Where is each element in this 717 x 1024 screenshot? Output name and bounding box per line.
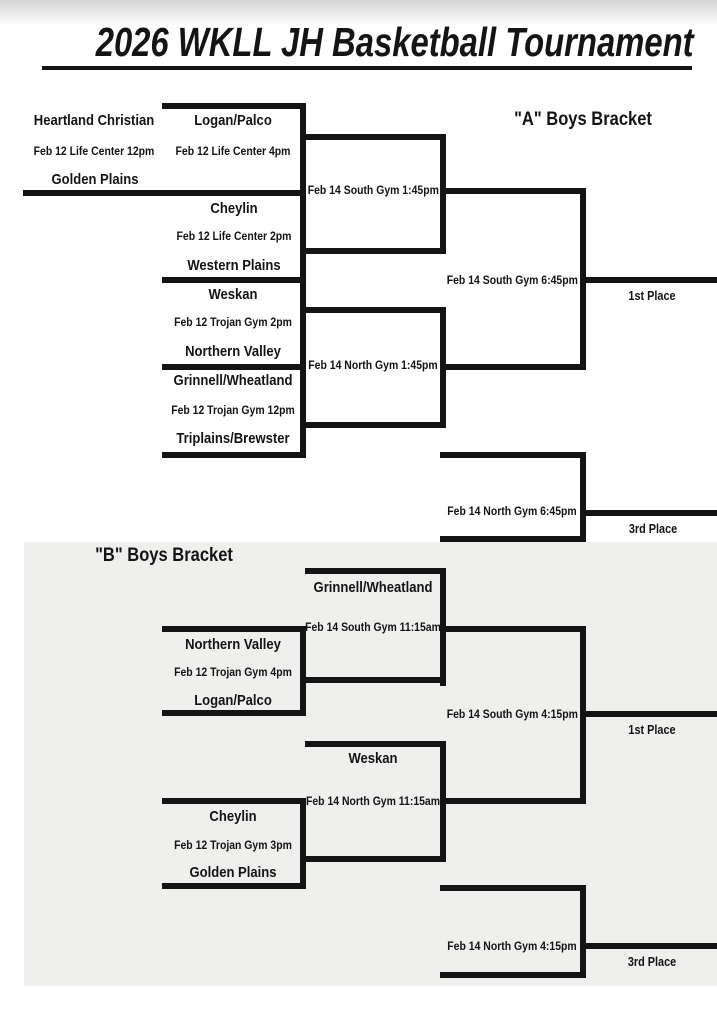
bracket-b-heading: "B" Boys Bracket <box>95 545 233 566</box>
connector-line <box>440 188 586 194</box>
team-name: Grinnell/Wheatland <box>313 579 433 596</box>
team-name: Triplains/Brewster <box>176 430 290 447</box>
bracket-a-heading: "A" Boys Bracket <box>514 109 652 130</box>
game-info: Feb 14 South Gym 1:45pm <box>307 183 439 197</box>
connector-line <box>300 103 306 458</box>
connector-line <box>300 798 306 889</box>
connector-line <box>162 452 306 458</box>
connector-line <box>440 626 586 632</box>
connector-line <box>162 103 306 109</box>
connector-line <box>162 883 306 889</box>
team-name: Logan/Palco <box>194 692 272 709</box>
connector-line <box>440 972 586 978</box>
connector-line <box>300 422 446 428</box>
connector-line <box>440 536 586 542</box>
connector-line <box>580 452 586 542</box>
connector-line <box>302 677 446 683</box>
title-underline <box>42 66 692 70</box>
game-info: Feb 14 North Gym 6:45pm <box>447 504 577 518</box>
connector-line <box>440 885 586 891</box>
team-name: Cheylin <box>209 808 257 825</box>
connector-line <box>580 277 717 283</box>
game-info: Feb 14 South Gym 6:45pm <box>446 273 578 287</box>
third-place-label: 3rd Place <box>627 955 677 969</box>
connector-line <box>440 452 586 458</box>
connector-line <box>305 568 446 574</box>
bracket-b-panel <box>24 542 717 986</box>
connector-line <box>162 364 306 370</box>
team-name: Northern Valley <box>185 636 281 653</box>
connector-line <box>300 626 306 716</box>
connector-line <box>300 248 446 254</box>
game-info: Feb 12 Trojan Gym 3pm <box>174 838 292 852</box>
connector-line <box>580 510 717 516</box>
team-name: Golden Plains <box>189 864 277 881</box>
team-name: Logan/Palco <box>194 112 272 129</box>
tournament-title: 2026 WKLL JH Basketball Tournament <box>95 19 694 65</box>
connector-line <box>162 710 306 716</box>
connector-line <box>440 798 586 804</box>
team-name: Golden Plains <box>51 171 139 188</box>
connector-line <box>580 711 717 717</box>
game-info: Feb 14 North Gym 1:45pm <box>308 358 438 372</box>
first-place-label: 1st Place <box>628 723 676 737</box>
connector-line <box>23 190 306 196</box>
game-info: Feb 12 Trojan Gym 12pm <box>171 403 295 417</box>
team-name: Northern Valley <box>185 343 281 360</box>
connector-line <box>300 134 446 140</box>
third-place-label: 3rd Place <box>628 522 678 536</box>
connector-line <box>440 134 446 254</box>
connector-line <box>305 741 446 747</box>
game-info: Feb 12 Life Center 12pm <box>33 144 155 158</box>
connector-line <box>580 943 717 949</box>
game-info: Feb 12 Trojan Gym 4pm <box>174 665 292 679</box>
team-name: Grinnell/Wheatland <box>173 372 293 389</box>
game-info: Feb 12 Life Center 4pm <box>175 144 291 158</box>
connector-line <box>580 885 586 978</box>
team-name: Cheylin <box>210 200 258 217</box>
connector-line <box>302 856 446 862</box>
connector-line <box>162 626 306 632</box>
connector-line <box>440 364 586 370</box>
team-name: Western Plains <box>187 257 281 274</box>
game-info: Feb 14 South Gym 4:15pm <box>446 707 578 721</box>
connector-line <box>300 307 446 313</box>
first-place-label: 1st Place <box>628 289 676 303</box>
game-info: Feb 14 North Gym 4:15pm <box>447 939 577 953</box>
game-info: Feb 12 Trojan Gym 2pm <box>174 315 292 329</box>
game-info: Feb 14 South Gym 11:15am <box>305 620 441 634</box>
game-info: Feb 12 Life Center 2pm <box>176 229 292 243</box>
connector-line <box>162 277 306 283</box>
team-name: Weskan <box>348 750 398 767</box>
team-name: Weskan <box>208 286 258 303</box>
game-info: Feb 14 North Gym 11:15am <box>305 794 441 808</box>
connector-line <box>162 798 306 804</box>
team-name: Heartland Christian <box>33 112 155 129</box>
